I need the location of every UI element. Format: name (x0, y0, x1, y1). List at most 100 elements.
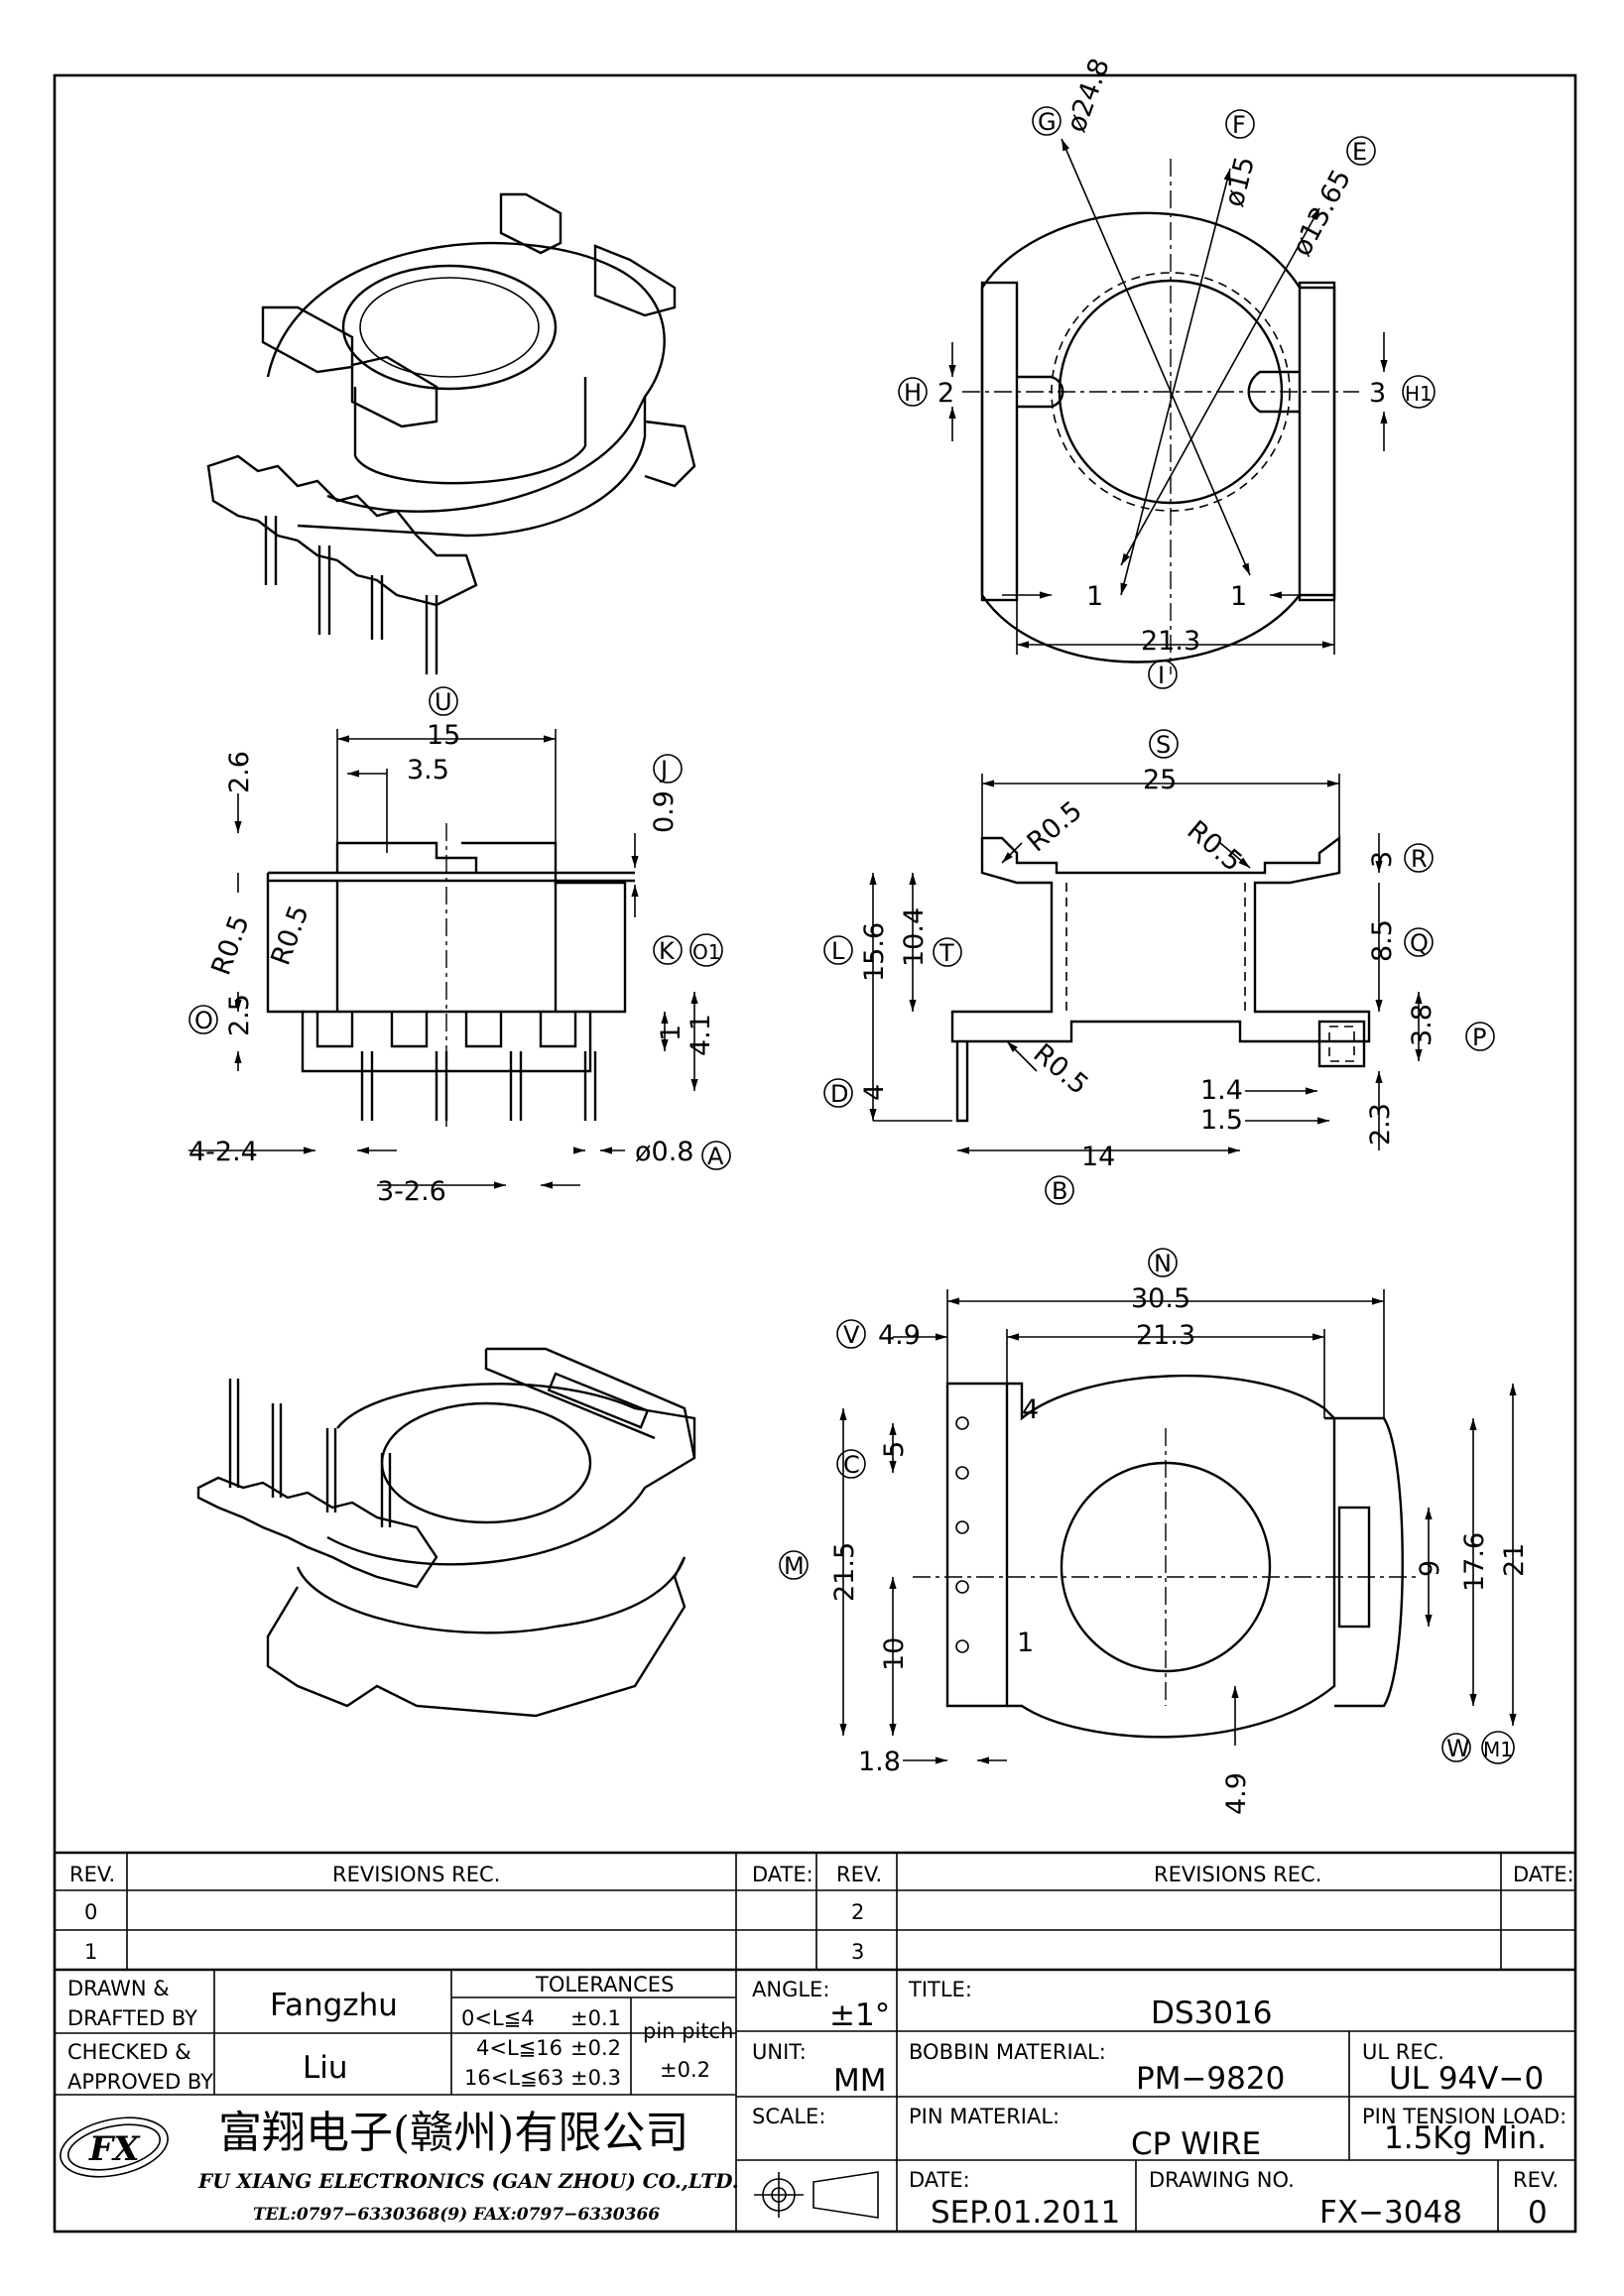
ul-rec-label: UL REC. (1362, 2040, 1444, 2064)
checked-by-value: Liu (303, 2050, 348, 2086)
svg-text:1.5: 1.5 (1200, 1105, 1243, 1136)
callout-s: S (1156, 731, 1171, 759)
bottom-view: 30.5 4.9 21.3 5 21.5 10 9 17.6 21 1.8 4.… (779, 1248, 1530, 1815)
svg-text:14: 14 (1081, 1142, 1115, 1172)
isometric-view-top (206, 192, 696, 674)
svg-text:2: 2 (937, 378, 954, 409)
drawn-by-value: Fangzhu (270, 1988, 398, 2023)
svg-text:ø0.8: ø0.8 (635, 1137, 693, 1167)
svg-text:4: 4 (859, 1084, 890, 1101)
svg-text:0<L≦4: 0<L≦4 (461, 2006, 535, 2030)
callout-a: A (707, 1143, 724, 1170)
svg-text:2.6: 2.6 (224, 751, 255, 793)
angle-value: ±1° (829, 1997, 890, 2033)
title-value: DS3016 (1151, 1995, 1272, 2031)
svg-text:21: 21 (1499, 1543, 1530, 1577)
dim-n: 30.5 (1131, 1283, 1190, 1314)
callout-b: B (1052, 1177, 1067, 1205)
date-label: DATE: (909, 2168, 970, 2192)
svg-text:±0.3: ±0.3 (570, 2066, 621, 2090)
callout-g: G (1038, 108, 1057, 136)
unit-value: MM (833, 2063, 887, 2099)
svg-text:1.8: 1.8 (858, 1747, 901, 1777)
side-view: 25 R0.5 R0.5 3 15.6 10.4 8.5 3.8 R0.5 4 … (823, 729, 1495, 1205)
svg-text:R0.5: R0.5 (1028, 1038, 1094, 1101)
angle-label: ANGLE: (752, 1978, 829, 2001)
unit-label: UNIT: (752, 2040, 807, 2064)
svg-text:3.8: 3.8 (1407, 1004, 1437, 1046)
dim-s: 25 (1143, 765, 1177, 795)
rev-3: 3 (851, 1940, 864, 1964)
checked-label-2: APPROVED BY (67, 2070, 213, 2094)
callout-h: H (904, 379, 922, 407)
svg-text:10.4: 10.4 (899, 907, 930, 967)
revisions-header-left: REVISIONS REC. (332, 1863, 500, 1886)
svg-text:4-2.4: 4-2.4 (188, 1137, 258, 1167)
svg-text:4.1: 4.1 (686, 1014, 716, 1056)
dim-f: ø15 (1219, 154, 1261, 210)
pin-material-label: PIN MATERIAL: (909, 2105, 1060, 2128)
callout-k: K (659, 937, 676, 965)
callout-i: I (1158, 662, 1165, 689)
svg-text:17.6: 17.6 (1459, 1532, 1490, 1592)
callout-l: L (831, 937, 845, 965)
svg-text:R0.5: R0.5 (265, 902, 314, 970)
projection-symbol (754, 2171, 879, 2219)
pin-material-value: CP WIRE (1131, 2126, 1261, 2162)
company-name-en: FU XIANG ELECTRONICS (GAN ZHOU) CO.,LTD. (197, 2169, 739, 2193)
drawn-label-1: DRAWN & (67, 1977, 170, 2000)
top-view: ø24.8 ø15 ø13.65 2 3 1 1 21.3 G F E H H1… (898, 55, 1436, 689)
company-phone: TEL:0797−6330368(9) FAX:0797−6330366 (253, 2205, 660, 2225)
svg-text:R0.5: R0.5 (1022, 795, 1088, 858)
ul-rec-value: UL 94V−0 (1389, 2061, 1544, 2097)
svg-text:3.5: 3.5 (407, 755, 449, 785)
pin-number-4: 4 (1022, 1394, 1039, 1425)
callout-v: V (843, 1321, 860, 1349)
drawn-label-2: DRAFTED BY (67, 2006, 197, 2030)
callout-o: O (194, 1007, 213, 1034)
bobbin-material-label: BOBBIN MATERIAL: (909, 2040, 1106, 2064)
callout-p: P (1472, 1024, 1486, 1051)
svg-text:3-2.6: 3-2.6 (377, 1176, 446, 1207)
rev-header-left: REV. (69, 1863, 115, 1886)
callout-m1: M1 (1483, 1738, 1513, 1761)
callout-q: Q (1410, 929, 1429, 957)
isometric-view-bottom (196, 1347, 696, 1718)
callout-e: E (1352, 138, 1367, 166)
checked-label-1: CHECKED & (67, 2040, 191, 2064)
callout-d: D (830, 1080, 848, 1108)
rev-value: 0 (1528, 2195, 1548, 2231)
svg-text:16<L≦63: 16<L≦63 (464, 2066, 563, 2090)
svg-text:4<L≦16: 4<L≦16 (476, 2036, 562, 2060)
logo-text: FX (88, 2129, 141, 2169)
svg-text:1: 1 (1230, 581, 1247, 612)
svg-text:1: 1 (1086, 581, 1103, 612)
bobbin-material-value: PM−9820 (1136, 2061, 1285, 2097)
date-header-right: DATE: (1513, 1863, 1574, 1886)
callout-t: T (938, 939, 954, 967)
svg-text:4.9: 4.9 (878, 1320, 921, 1351)
svg-text:9: 9 (1415, 1560, 1445, 1577)
callout-u: U (435, 688, 452, 716)
svg-text:21.3: 21.3 (1136, 1320, 1195, 1351)
scale-label: SCALE: (752, 2105, 825, 2128)
svg-text:R0.5: R0.5 (1182, 815, 1248, 878)
svg-text:3: 3 (1369, 378, 1386, 409)
title-block: REV. REVISIONS REC. DATE: REV. REVISIONS… (55, 1851, 1575, 2232)
pin-pitch-value: ±0.2 (660, 2058, 710, 2082)
callout-r: R (1411, 845, 1428, 873)
svg-text:R0.5: R0.5 (205, 911, 255, 980)
svg-text:2.5: 2.5 (224, 994, 255, 1036)
pin-tension-value: 1.5Kg Min. (1384, 2120, 1547, 2156)
callout-c: C (843, 1451, 860, 1479)
company-logo: FX (60, 2116, 169, 2178)
rev-0: 0 (84, 1900, 97, 1924)
callout-m: M (784, 1552, 805, 1580)
rev-2: 2 (851, 1900, 864, 1924)
svg-text:±0.1: ±0.1 (570, 2006, 621, 2030)
front-view: 15 3.5 2.6 0.9 R0.5 R0.5 2.5 1 4.1 4-2.4… (188, 686, 731, 1207)
dim-u: 15 (427, 720, 460, 751)
date-value: SEP.01.2011 (931, 2195, 1120, 2231)
callout-j: J (659, 756, 668, 784)
